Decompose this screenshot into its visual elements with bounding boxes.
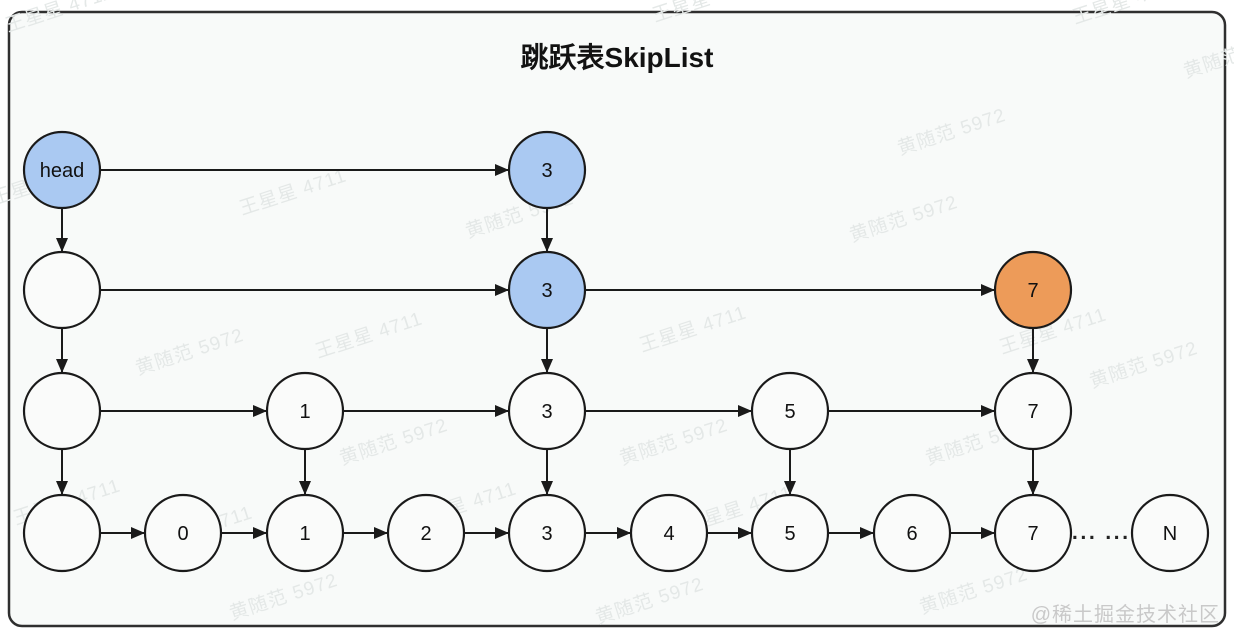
node-label-l2-3: 3 [541,280,552,302]
node-l4-5: 5 [750,493,830,573]
node-l4-3: 3 [507,493,587,573]
node-label-l3-7: 7 [1027,401,1038,423]
node-l1-3: 3 [507,130,587,210]
node-l2-7: 7 [993,250,1073,330]
node-label-l4-0: 0 [177,523,188,545]
node-label-l3-1: 1 [299,401,310,423]
node-label-l2-7: 7 [1027,280,1038,302]
node-circle-l2-7 [993,250,1073,330]
node-l4-N: N [1130,493,1210,573]
node-label-l3-5: 5 [784,401,795,423]
node-l2-3: 3 [507,250,587,330]
diagram-title: 跳跃表SkipList [521,42,714,73]
node-circle-l1-head [22,130,102,210]
node-circle-l4-5 [750,493,830,573]
node-l3-5: 5 [750,371,830,451]
node-circle-l1-3 [507,130,587,210]
node-l2-head [22,250,102,330]
node-circle-l4-4 [629,493,709,573]
node-l3-1: 1 [265,371,345,451]
edge-layer [56,164,1039,539]
node-l3-7: 7 [993,371,1073,451]
node-label-l1-3: 3 [541,160,552,182]
diagram-frame-border [7,10,1227,628]
node-l4-0: 0 [143,493,223,573]
node-label-l4-6: 6 [906,523,917,545]
node-label-l1-head: head [40,160,85,182]
node-label-l4-2: 2 [420,523,431,545]
node-circle-l3-3 [507,371,587,451]
node-circle-l4-6 [872,493,952,573]
node-l4-6: 6 [872,493,952,573]
node-l1-head: head [22,130,102,210]
node-label-l3-3: 3 [541,401,552,423]
juejin-credit-watermark: @稀土掘金技术社区 [1031,603,1220,626]
node-label-l4-N: N [1163,523,1177,545]
node-circle-l4-2 [386,493,466,573]
node-label-l4-3: 3 [541,523,552,545]
node-label-l4-7: 7 [1027,523,1038,545]
node-circle-l3-7 [993,371,1073,451]
node-label-l4-4: 4 [663,523,674,545]
node-circle-l4-N [1130,493,1210,573]
node-l3-head [22,371,102,451]
node-l3-3: 3 [507,371,587,451]
node-l4-1: 1 [265,493,345,573]
node-label-l4-5: 5 [784,523,795,545]
node-label-l4-1: 1 [299,523,310,545]
ellipsis-label: ... ... [1072,524,1131,544]
node-circle-l4-1 [265,493,345,573]
node-circle-l3-1 [265,371,345,451]
node-l4-2: 2 [386,493,466,573]
node-circle-l3-5 [750,371,830,451]
node-circle-l2-head [22,250,102,330]
node-circle-l4-7 [993,493,1073,573]
node-circle-l4-3 [507,493,587,573]
node-l4-7: 7 [993,493,1073,573]
node-circle-l3-head [22,371,102,451]
node-circle-l2-3 [507,250,587,330]
node-l4-4: 4 [629,493,709,573]
node-circle-l4-0 [143,493,223,573]
node-l4-head [22,493,102,573]
node-circle-l4-head [22,493,102,573]
